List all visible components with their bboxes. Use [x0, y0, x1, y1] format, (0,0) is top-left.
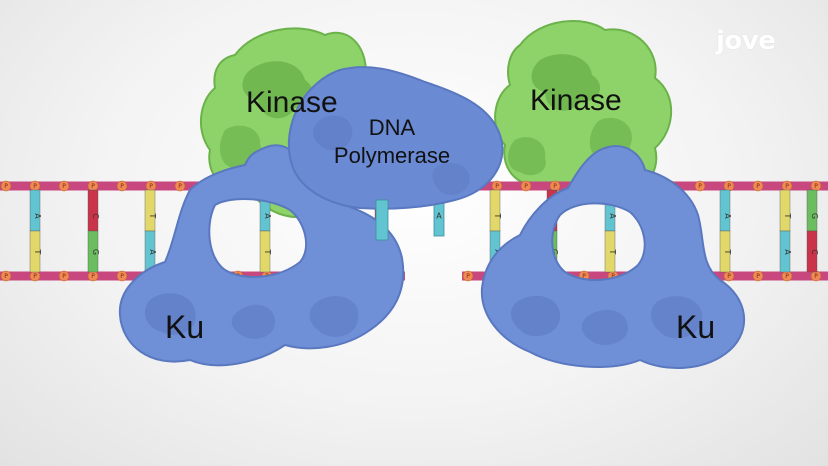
base-bottom-letter: A: [783, 249, 792, 255]
phosphate-letter: P: [149, 183, 153, 190]
phosphate: [0, 180, 12, 192]
base-top-letter: A: [723, 213, 732, 219]
base-bottom-letter: A: [148, 249, 157, 255]
base-top: [144, 189, 156, 232]
phosphate-letter: P: [4, 183, 8, 190]
phosphate-letter: P: [553, 183, 557, 190]
phosphate-letter: P: [91, 273, 95, 280]
phosphate-letter: P: [62, 183, 66, 190]
base-bottom: [29, 230, 41, 273]
phosphate: [174, 180, 186, 192]
phosphate-letter: P: [582, 273, 586, 280]
phosphate-letter: P: [611, 273, 615, 280]
phosphate-letter: P: [466, 273, 470, 280]
phosphate: [116, 270, 128, 282]
base-top-letter: T: [783, 213, 792, 219]
kinase-right-label: Kinase: [530, 84, 622, 117]
phosphate-letter: P: [727, 183, 731, 190]
phosphate: [116, 180, 128, 192]
phosphate: [520, 180, 532, 192]
kinase-left-label: Kinase: [246, 86, 338, 119]
overhang-base-letter: A: [436, 212, 442, 221]
base-bottom: [806, 230, 818, 273]
phosphate-letter: P: [62, 273, 66, 280]
base-top: [489, 189, 501, 232]
base-top-letter: A: [608, 213, 617, 219]
base-top: [719, 189, 731, 232]
phosphate-letter: P: [524, 183, 528, 190]
phosphate-letter: P: [4, 273, 8, 280]
base-bottom: [259, 230, 271, 273]
base-top: [29, 189, 41, 232]
phosphate-letter: P: [756, 273, 760, 280]
base-top: [779, 189, 791, 232]
base-bottom-letter: G: [91, 249, 100, 255]
phosphate-letter: P: [785, 273, 789, 280]
phosphate: [462, 270, 474, 282]
base-bottom-letter: T: [33, 249, 42, 255]
base-top-letter: T: [148, 213, 157, 219]
phosphate: [694, 180, 706, 192]
ku-right-label: Ku: [676, 309, 715, 345]
base-top: [806, 189, 818, 232]
phosphate-letter: P: [698, 183, 702, 190]
ku-left-label: Ku: [165, 309, 204, 345]
phosphate-letter: P: [756, 183, 760, 190]
base-bottom: [604, 230, 616, 273]
base-bottom-letter: C: [810, 249, 819, 255]
base-bottom-letter: G: [550, 249, 559, 255]
phosphate-letter: P: [785, 183, 789, 190]
phosphate-letter: P: [120, 273, 124, 280]
phosphate-letter: P: [814, 273, 818, 280]
base-bottom-letter: T: [263, 249, 272, 255]
phosphate: [58, 270, 70, 282]
phosphate: [752, 270, 764, 282]
phosphate-letter: P: [814, 183, 818, 190]
base-top-letter: T: [493, 213, 502, 219]
dna-polymerase-label-line2: Polymerase: [334, 143, 450, 168]
base-top-letter: G: [810, 213, 819, 219]
phosphate-letter: P: [178, 183, 182, 190]
base-bottom-letter: T: [608, 249, 617, 255]
base-top-letter: A: [33, 213, 42, 219]
phosphate-letter: P: [33, 273, 37, 280]
base-top-letter: A: [263, 213, 272, 219]
phosphate: [0, 270, 12, 282]
base-bottom: [779, 230, 791, 273]
base-bottom: [719, 230, 731, 273]
phosphate: [58, 180, 70, 192]
phosphate-letter: P: [727, 273, 731, 280]
phosphate-letter: P: [120, 183, 124, 190]
base-bottom-letter: T: [723, 249, 732, 255]
phosphate: [752, 180, 764, 192]
base-top: [87, 189, 99, 232]
dna-polymerase-label-line1: DNA: [369, 115, 416, 140]
ku-right: [480, 145, 746, 369]
base-top-letter: C: [91, 213, 100, 219]
dna-polymerase: [287, 66, 504, 241]
phosphate-letter: P: [91, 183, 95, 190]
jove-logo: jove: [716, 26, 776, 56]
phosphate-letter: P: [495, 183, 499, 190]
base-bottom: [87, 230, 99, 273]
phosphate-letter: P: [33, 183, 37, 190]
